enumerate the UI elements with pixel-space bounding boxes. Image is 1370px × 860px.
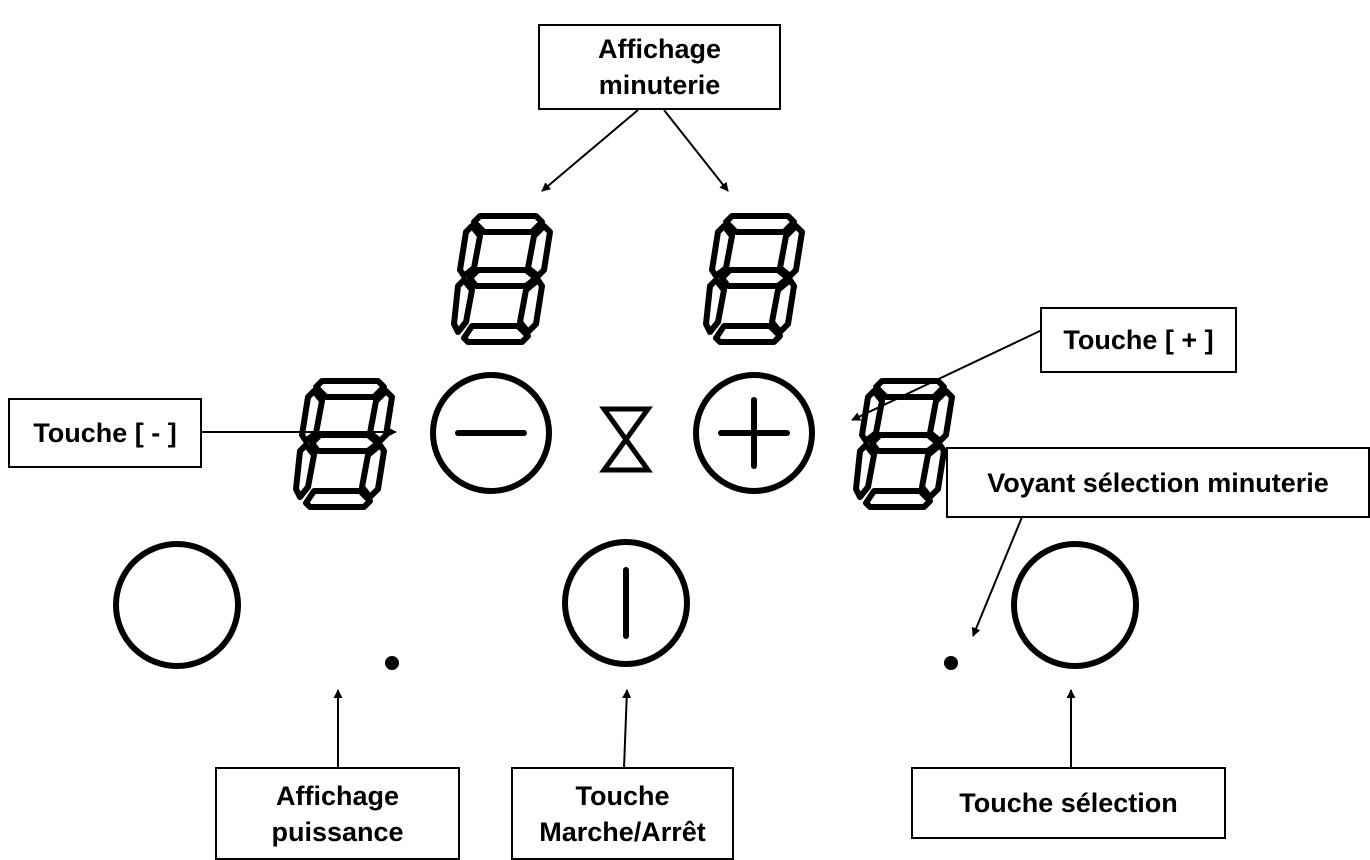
power-display-dot (385, 656, 399, 670)
label-select-key: Touche sélection (911, 767, 1226, 839)
timer-select-indicator-dot (944, 656, 958, 670)
on-off-button[interactable] (562, 539, 690, 667)
minus-button[interactable] (430, 372, 552, 494)
label-line: Affichage (597, 34, 722, 64)
label-line: Touche [ + ] (1063, 325, 1214, 355)
plus-button[interactable] (693, 372, 815, 494)
label-line: Touche (575, 780, 670, 811)
label-timer-display: Affichage minuterie (538, 24, 781, 110)
label-on-off-key: Touche Marche/Arrêt (511, 767, 734, 860)
label-line: Voyant sélection minuterie (987, 467, 1329, 498)
label-power-display: Affichage puissance (215, 767, 460, 860)
timer-digit-right (706, 216, 802, 342)
hourglass-icon (599, 406, 653, 473)
plus-icon (718, 397, 790, 469)
label-plus-key: Touche [ + ] (1040, 307, 1237, 373)
label-line: minuterie (598, 70, 721, 100)
power-display-digit (296, 381, 392, 507)
circle-icon (1011, 541, 1139, 669)
circle-icon (113, 541, 241, 669)
label-line: Marche/Arrêt (539, 816, 706, 847)
select-button[interactable] (1011, 541, 1139, 669)
label-line: Affichage (275, 780, 400, 811)
label-line: Touche sélection (959, 788, 1178, 818)
label-line: Touche [ - ] (33, 418, 177, 448)
label-timer-select-indicator: Voyant sélection minuterie (946, 447, 1370, 518)
timer-digit-left (454, 216, 550, 342)
label-minus-key: Touche [ - ] (8, 398, 202, 468)
zone-select-button-left[interactable] (113, 541, 241, 669)
label-line: puissance (271, 816, 404, 847)
zone-display-digit-right (856, 381, 952, 507)
callout-arrows (200, 109, 1076, 769)
